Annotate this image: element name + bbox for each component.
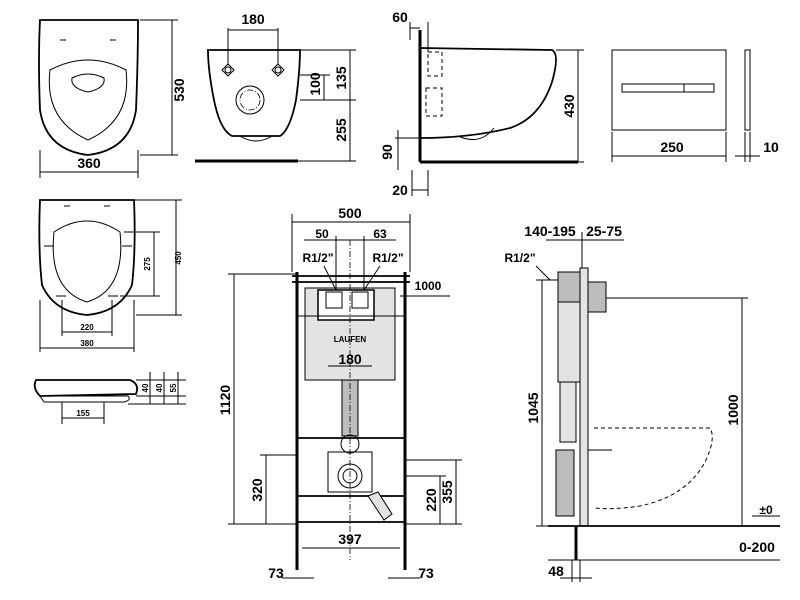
dim-side-low: 90 <box>379 144 395 160</box>
dim-seat-side-h3: 55 <box>169 383 178 392</box>
bowl-back-view: 180 135 100 255 <box>195 11 356 163</box>
dim-seat-side-h1: 40 <box>141 383 150 392</box>
dim-frame-left-off: 50 <box>315 227 329 241</box>
thread-left: R1/2" <box>302 251 333 265</box>
height-b: 1000 <box>725 394 741 425</box>
seat-top-view: 530 360 <box>38 19 187 178</box>
dim-frame-top-ref: 1000 <box>415 279 442 293</box>
dim-frame-left-low: 320 <box>249 478 265 502</box>
dim-seat-width: 360 <box>77 155 101 171</box>
dim-side-bottom: 20 <box>392 182 408 198</box>
frame-front-view: LAUFEN 500 50 63 R1/2" R1/2" 1000 <box>217 205 462 581</box>
dim-foot-left: 73 <box>268 565 284 581</box>
seat-side-view: 40 40 55 155 <box>33 372 186 424</box>
thread-right: R1/2" <box>372 251 403 265</box>
dim-frame-low-inner: 220 <box>423 488 439 512</box>
height-a: 1045 <box>525 392 541 423</box>
zero-mark: ±0 <box>759 503 773 517</box>
dim-frame-mid-width: 180 <box>338 351 362 367</box>
dim-seat-side-h2: 40 <box>155 383 164 392</box>
dim-frame-width: 500 <box>338 205 362 221</box>
dim-frame-base-width: 397 <box>338 531 362 547</box>
dim-seat-length: 530 <box>171 78 187 102</box>
foot-depth: 48 <box>548 563 564 579</box>
dim-plate-depth: 10 <box>763 139 779 155</box>
dim-frame-right-off: 63 <box>373 227 387 241</box>
range-b: 25-75 <box>586 223 622 239</box>
dim-side-height: 430 <box>561 94 577 118</box>
dim-frame-height: 1120 <box>217 385 233 416</box>
seat-plan-view: 450 275 220 380 <box>38 199 183 352</box>
bowl-side-view: 60 430 90 20 <box>379 9 584 198</box>
frame-side-view: 140-195 25-75 R1/2" 1045 1000 ±0 0-200 4… <box>504 223 780 582</box>
dim-foot-right: 73 <box>418 565 434 581</box>
dim-side-offset: 60 <box>392 9 408 25</box>
dim-frame-right-low: 355 <box>439 480 455 504</box>
dim-seat-plan-width: 380 <box>80 339 94 348</box>
dim-bowl-inner: 100 <box>307 72 323 96</box>
dim-seat-plan-inner: 275 <box>143 257 152 271</box>
dim-seat-plan-inner-width: 220 <box>80 323 94 332</box>
floor-range: 0-200 <box>739 539 775 555</box>
thread-side: R1/2" <box>504 251 535 265</box>
dim-seat-hinge: 155 <box>76 409 90 418</box>
dim-bowl-upper: 135 <box>333 66 349 90</box>
dim-bowl-spacing: 180 <box>241 11 265 27</box>
flush-plate-view: 250 10 <box>611 49 779 162</box>
dim-plate-width: 250 <box>660 139 684 155</box>
dim-seat-plan-length: 450 <box>174 251 183 265</box>
range-a: 140-195 <box>524 223 576 239</box>
dim-bowl-lower: 255 <box>333 118 349 142</box>
